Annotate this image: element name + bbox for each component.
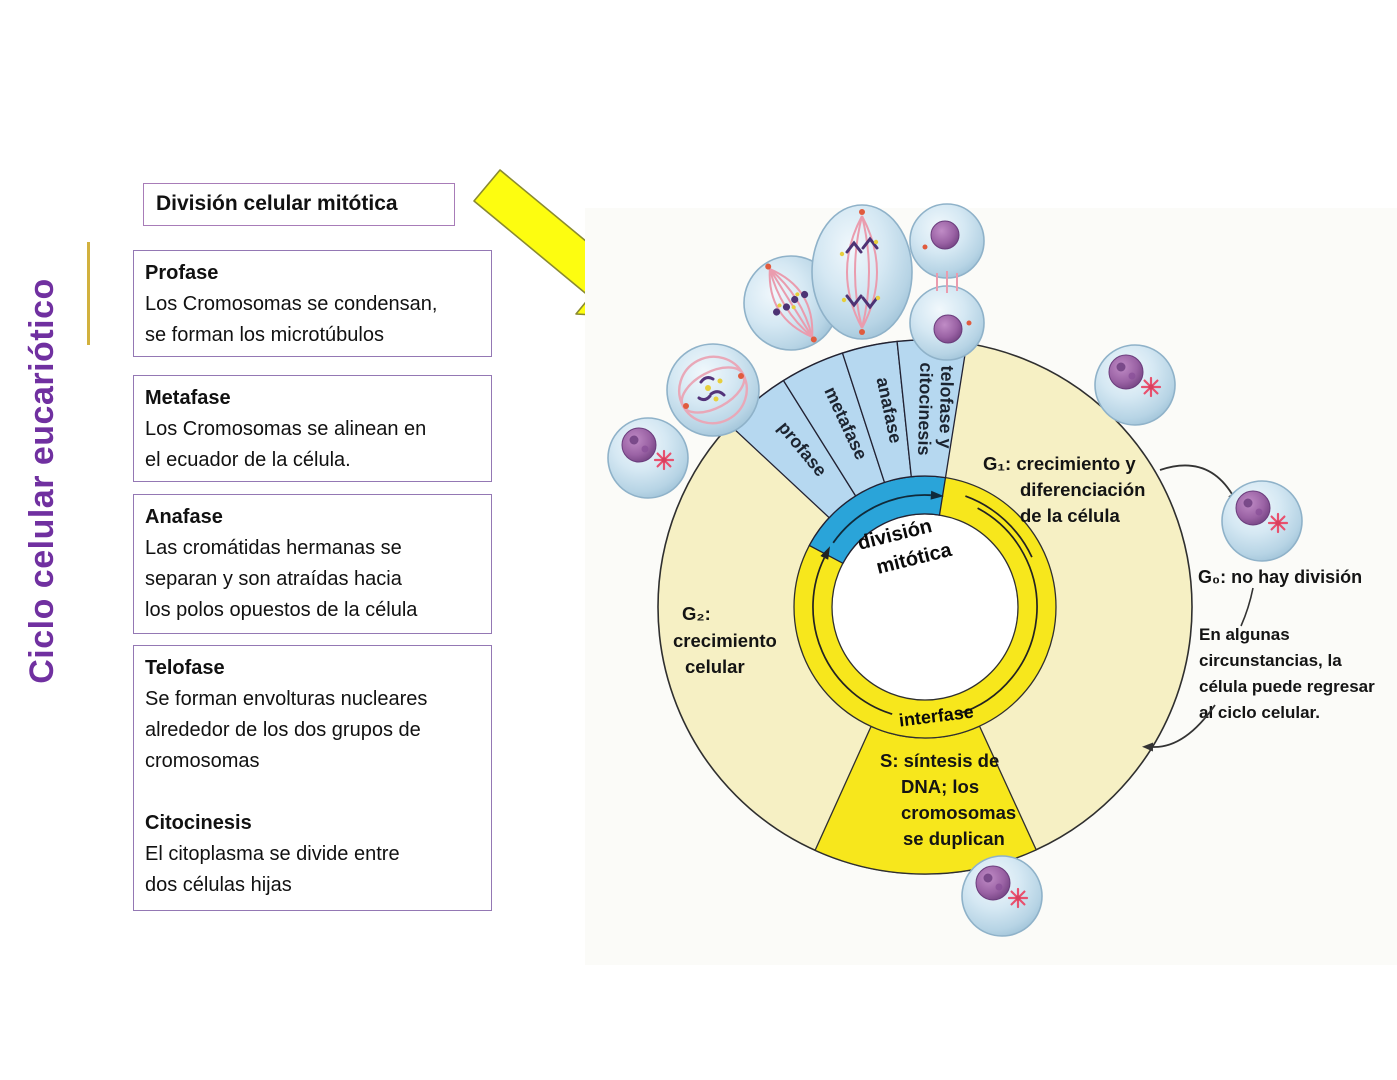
phase-box-telofase-citocinesis: Telofase Se forman envolturas nucleares … <box>133 645 492 911</box>
label-g1: G₁: crecimiento y diferenciación de la c… <box>983 453 1151 526</box>
s-line1: S: síntesis de <box>880 750 999 771</box>
phase-line: el ecuador de la célula. <box>145 449 351 471</box>
label-g2: G₂: crecimiento celular <box>673 603 782 677</box>
phase-line: dos células hijas <box>145 874 292 896</box>
note-line4: al ciclo celular. <box>1199 703 1320 722</box>
phase-box-profase: Profase Los Cromosomas se condensan, se … <box>133 250 492 357</box>
phase-line: alrededor de los dos grupos de <box>145 719 421 741</box>
label-telofase-line1: telofase y <box>935 365 957 449</box>
g2-line2: crecimiento <box>673 630 777 651</box>
cell-s-phase <box>960 854 1044 938</box>
phase-box-anafase: Anafase Las cromátidas hermanas se separ… <box>133 494 492 634</box>
header-box-label: División celular mitótica <box>156 192 398 215</box>
phase-title: Anafase <box>145 506 223 528</box>
note-line2: circunstancias, la <box>1199 651 1342 670</box>
g0-note-connector <box>1240 587 1254 627</box>
note-line3: célula puede regresar <box>1199 677 1375 696</box>
cell-cycle-diagram: profase metafase anafase telofase y cito… <box>585 203 1397 965</box>
phase-title: Citocinesis <box>145 812 252 834</box>
cell-prophase <box>666 343 760 437</box>
label-telofase-line2: citocinesis <box>914 362 936 456</box>
g1-line3: de la célula <box>1020 505 1120 526</box>
cell-g0 <box>1220 479 1304 563</box>
mitosis-arrowhead <box>930 490 944 500</box>
phase-line: cromosomas <box>145 750 260 772</box>
phase-line: Se forman envolturas nucleares <box>145 688 428 710</box>
phase-line: separan y son atraídas hacia <box>145 568 402 590</box>
g0-return-arrow <box>1142 704 1216 752</box>
label-g0-note: En algunas circunstancias, la célula pue… <box>1199 625 1380 722</box>
s-line3: cromosomas <box>901 802 1016 823</box>
phase-title: Metafase <box>145 387 231 409</box>
accent-line <box>87 242 90 345</box>
cell-anaphase <box>811 204 913 340</box>
slide-vertical-title: Ciclo celular eucariótico <box>23 278 61 684</box>
mitosis-flow-arrow <box>832 494 931 544</box>
cell-g1 <box>1093 343 1177 427</box>
label-s-phase: S: síntesis de DNA; los cromosomas se du… <box>880 750 1021 849</box>
label-g0: G₀: no hay división <box>1198 567 1362 587</box>
header-box-division-mitotica: División celular mitótica <box>143 183 455 226</box>
phase-box-metafase: Metafase Los Cromosomas se alinean en el… <box>133 375 492 482</box>
phase-title: Profase <box>145 262 219 284</box>
phase-line: se forman los microtúbulos <box>145 324 384 346</box>
s-line2: DNA; los <box>901 776 979 797</box>
cell-telophase <box>909 203 985 361</box>
g1-line1: G₁: crecimiento y <box>983 453 1136 474</box>
g2-line1: G₂: <box>682 603 711 624</box>
phase-line: los polos opuestos de la célula <box>145 599 418 621</box>
interfase-flow-arrow <box>812 495 1038 715</box>
phase-line: Las cromátidas hermanas se <box>145 537 402 559</box>
phase-line: Los Cromosomas se condensan, <box>145 293 438 315</box>
g1-line2: diferenciación <box>1020 479 1145 500</box>
cell-interphase <box>606 416 690 500</box>
spacer <box>145 777 480 808</box>
note-line1: En algunas <box>1199 625 1290 644</box>
phase-title: Telofase <box>145 657 225 679</box>
interfase-arrowhead <box>820 546 830 560</box>
wheel-center <box>832 514 1018 700</box>
phase-line: El citoplasma se divide entre <box>145 843 400 865</box>
phase-line: Los Cromosomas se alinean en <box>145 418 427 440</box>
label-telofase-citocinesis: telofase y citocinesis <box>914 362 957 456</box>
s-line4: se duplican <box>903 828 1005 849</box>
g2-line3: celular <box>685 656 745 677</box>
